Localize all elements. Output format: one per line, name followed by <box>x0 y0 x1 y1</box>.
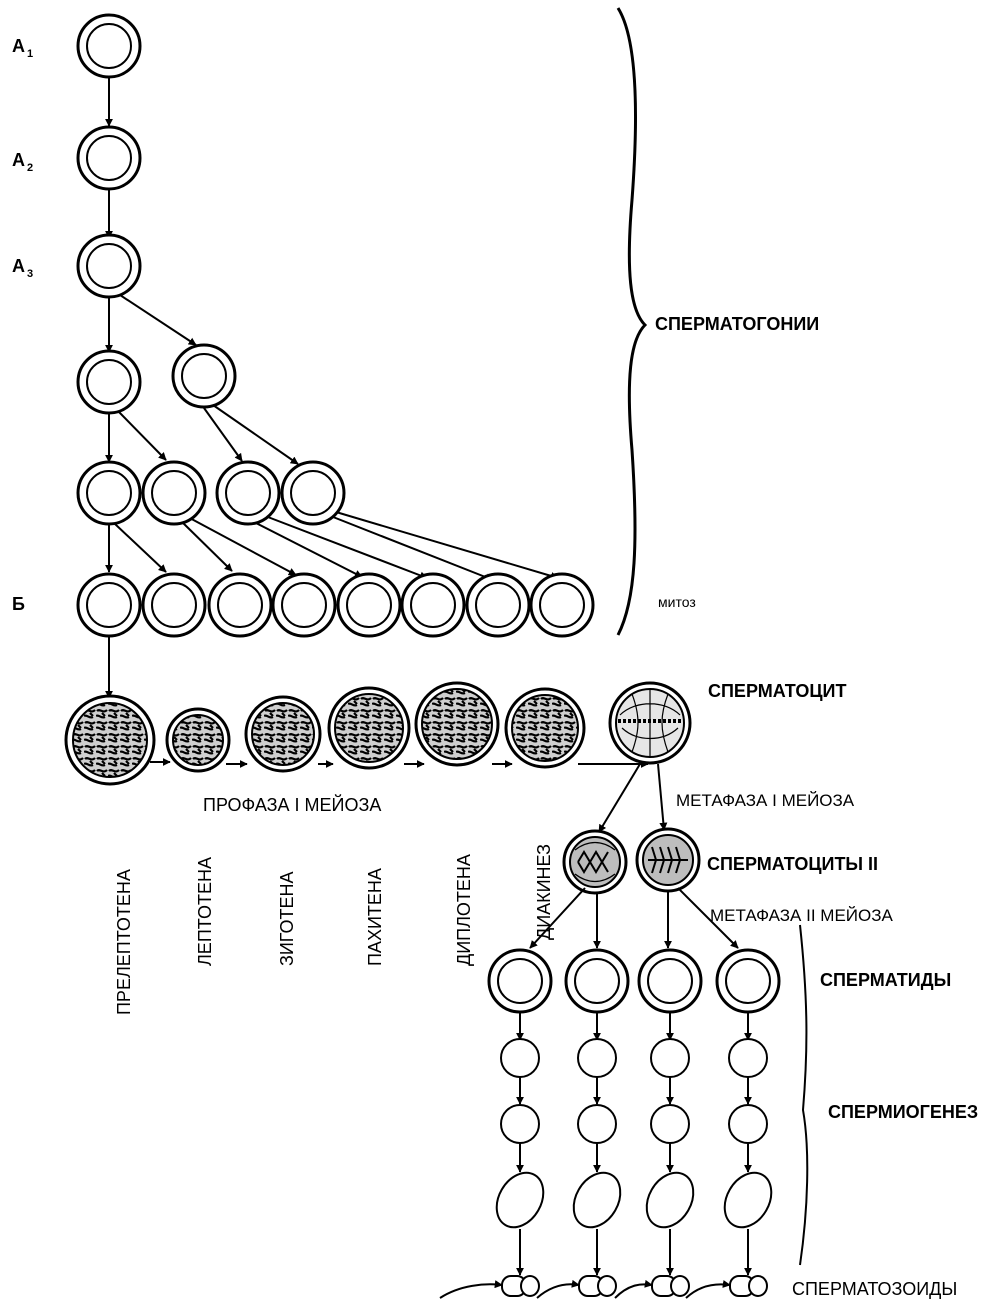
stage-label-a3-sub: 3 <box>27 268 33 280</box>
arrow <box>186 516 296 575</box>
cell-b <box>402 574 464 636</box>
cell-spermatid <box>566 950 628 1012</box>
stage-label-a1: A 1 <box>12 36 33 60</box>
cell-spermatid-elongated <box>487 1164 552 1235</box>
cell-zygotene <box>246 697 320 771</box>
spermiogenesis-column <box>715 950 780 1275</box>
spermiogenesis-label: СПЕРМИОГЕНЕЗ <box>828 1102 978 1122</box>
spermatids-label: СПЕРМАТИДЫ <box>820 970 951 990</box>
arrow <box>658 764 664 830</box>
spermatocytes-ii-label: СПЕРМАТОЦИТЫ II <box>707 854 878 874</box>
stage-label-a2-sub: 2 <box>27 162 33 174</box>
cell-spermatid <box>639 950 701 1012</box>
spermiogenesis-column <box>564 950 629 1275</box>
cell <box>78 351 140 413</box>
metaphase-ii-label: МЕТАФАЗА II МЕЙОЗА <box>710 906 894 925</box>
cell-spermatid-round <box>501 1039 539 1077</box>
cell-spermatid-round <box>501 1105 539 1143</box>
spermatozoon <box>686 1276 767 1298</box>
spermatozoon <box>440 1276 539 1298</box>
cell-spermatid <box>717 950 779 1012</box>
cell-spermatocyte-ii <box>564 831 626 893</box>
stage-leptotene: ЛЕПТОТЕНА <box>195 857 215 966</box>
cell-spermatid-elongated <box>637 1164 702 1235</box>
stage-label-a2: A 2 <box>12 150 33 174</box>
cell-diplotene <box>416 683 498 765</box>
cell-b <box>273 574 335 636</box>
arrow <box>213 405 298 464</box>
cell-spermatid-elongated <box>715 1164 780 1235</box>
meiosis-ii-arrows <box>530 888 738 948</box>
cell-b <box>209 574 271 636</box>
cell-spermatocyte-ii <box>637 829 699 891</box>
cell <box>78 462 140 524</box>
spermiogenesis-brace <box>800 925 807 1265</box>
cell <box>217 462 279 524</box>
cell-a3 <box>78 235 140 297</box>
spermatozoon <box>537 1276 616 1298</box>
arrow <box>120 295 196 345</box>
cell-diakinesis <box>506 689 584 767</box>
cell-spermatid-round <box>729 1039 767 1077</box>
stage-label-a3-main: A <box>12 256 25 276</box>
stage-label-a3: A 3 <box>12 256 33 280</box>
cell-spermatid-round <box>578 1105 616 1143</box>
spermatogonia-brace <box>618 8 645 635</box>
cell-spermatid-round <box>651 1105 689 1143</box>
cell-b <box>467 574 529 636</box>
stage-label-b: Б <box>12 594 25 614</box>
spermatocyte-label: СПЕРМАТОЦИТ <box>708 681 846 701</box>
stage-zygotene: ЗИГОТЕНА <box>277 871 297 966</box>
cell-spermatid-round <box>578 1039 616 1077</box>
stage-label-a2-main: A <box>12 150 25 170</box>
cell-spermatid-round <box>651 1039 689 1077</box>
arrow <box>204 408 242 461</box>
cell-preleptotene <box>66 696 154 784</box>
cell-spermatid-elongated <box>564 1164 629 1235</box>
cell-b <box>143 574 205 636</box>
stage-preleptotene: ПРЕЛЕПТОТЕНА <box>114 869 134 1015</box>
cell-b <box>338 574 400 636</box>
arrow <box>328 515 493 580</box>
metaphase-i-label: МЕТАФАЗА I МЕЙОЗА <box>676 791 855 810</box>
cell-leptotene <box>167 709 229 771</box>
cell-pachytene <box>329 688 409 768</box>
stage-label-a1-main: A <box>12 36 25 56</box>
spermiogenesis-column <box>637 950 702 1275</box>
spermatocytes-ii <box>564 829 699 893</box>
arrow <box>119 412 166 460</box>
cell-spermatid-round <box>729 1105 767 1143</box>
spermatozoa-label: СПЕРМАТОЗОИДЫ <box>792 1279 957 1299</box>
arrow <box>115 524 166 572</box>
spermiogenesis-column <box>487 950 552 1275</box>
cell <box>282 462 344 524</box>
spermatozoa-row <box>440 1276 767 1298</box>
prophase-label: ПРОФАЗА I МЕЙОЗА <box>203 794 381 815</box>
cell <box>173 345 235 407</box>
cell-a2 <box>78 127 140 189</box>
stage-label-a1-sub: 1 <box>27 48 33 60</box>
prophase-cells <box>66 683 690 784</box>
stage-pachytene: ПАХИТЕНА <box>365 868 385 966</box>
cell-spermatid <box>489 950 551 1012</box>
arrow <box>250 520 362 577</box>
cell-b <box>531 574 593 636</box>
meiosis-i-arrows <box>599 764 664 832</box>
arrow <box>599 764 640 832</box>
spermatozoon <box>615 1276 689 1298</box>
mitosis-label: митоз <box>658 594 696 610</box>
cell-metaphase-i <box>610 683 690 763</box>
stage-diplotene: ДИПЛОТЕНА <box>454 854 474 966</box>
cell-a1 <box>78 15 140 77</box>
cell-b <box>78 574 140 636</box>
cell <box>143 462 205 524</box>
prophase-baseline <box>150 762 648 764</box>
arrow <box>336 512 558 578</box>
spermatogonia-label: СПЕРМАТОГОНИИ <box>655 314 819 334</box>
